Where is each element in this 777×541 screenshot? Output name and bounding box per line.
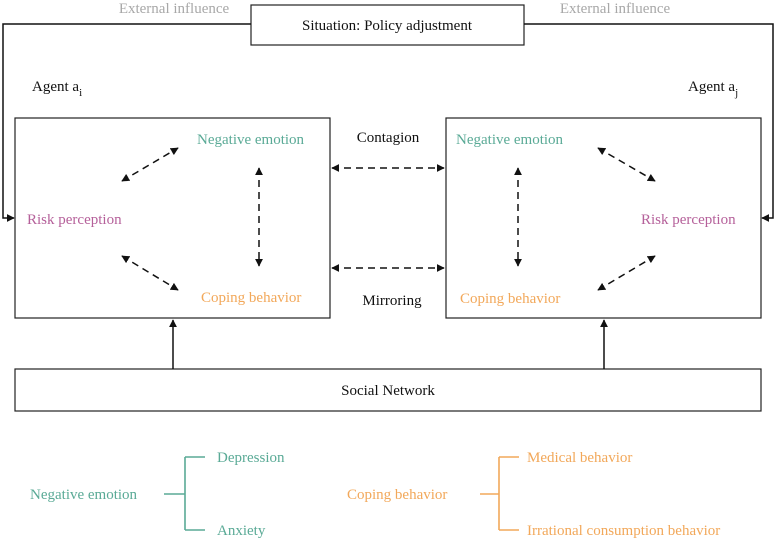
left-risk-behavior-arrow: [121, 255, 179, 291]
legend-coping-behavior-label: Coping behavior: [347, 487, 447, 503]
right-coping-behavior: Coping behavior: [460, 291, 560, 307]
left-coping-behavior: Coping behavior: [201, 290, 301, 306]
legend-anxiety: Anxiety: [217, 523, 266, 539]
mirroring-label: Mirroring: [362, 293, 422, 309]
left-risk-perception: Risk perception: [27, 212, 122, 228]
legend-irrational-consumption: Irrational consumption behavior: [527, 523, 720, 539]
contagion-label: Contagion: [357, 130, 420, 146]
social-network-label: Social Network: [341, 383, 435, 399]
legend-negative-emotion-label: Negative emotion: [30, 487, 138, 503]
agent-j-label: Agent aj: [688, 79, 738, 99]
situation-box: [250, 4, 525, 46]
legend-medical-behavior: Medical behavior: [527, 450, 632, 466]
legend-negative-emotion-bracket: [164, 456, 205, 531]
right-risk-perception: Risk perception: [641, 212, 736, 228]
external-influence-right: External influence: [560, 1, 671, 17]
social-network-box: [14, 368, 762, 412]
external-influence-left-arrow: [2, 23, 251, 222]
external-influence-left: External influence: [119, 1, 230, 17]
legend-depression: Depression: [217, 450, 285, 466]
left-negative-emotion: Negative emotion: [197, 132, 305, 148]
agent-i-label: Agent ai: [32, 79, 82, 99]
situation-label: Situation: Policy adjustment: [302, 18, 473, 34]
left-risk-emotion-arrow: [121, 147, 179, 182]
right-emotion-risk-arrow: [597, 147, 656, 182]
external-influence-right-arrow: [524, 23, 774, 222]
legend-coping-behavior-bracket: [480, 456, 519, 531]
right-negative-emotion: Negative emotion: [456, 132, 564, 148]
